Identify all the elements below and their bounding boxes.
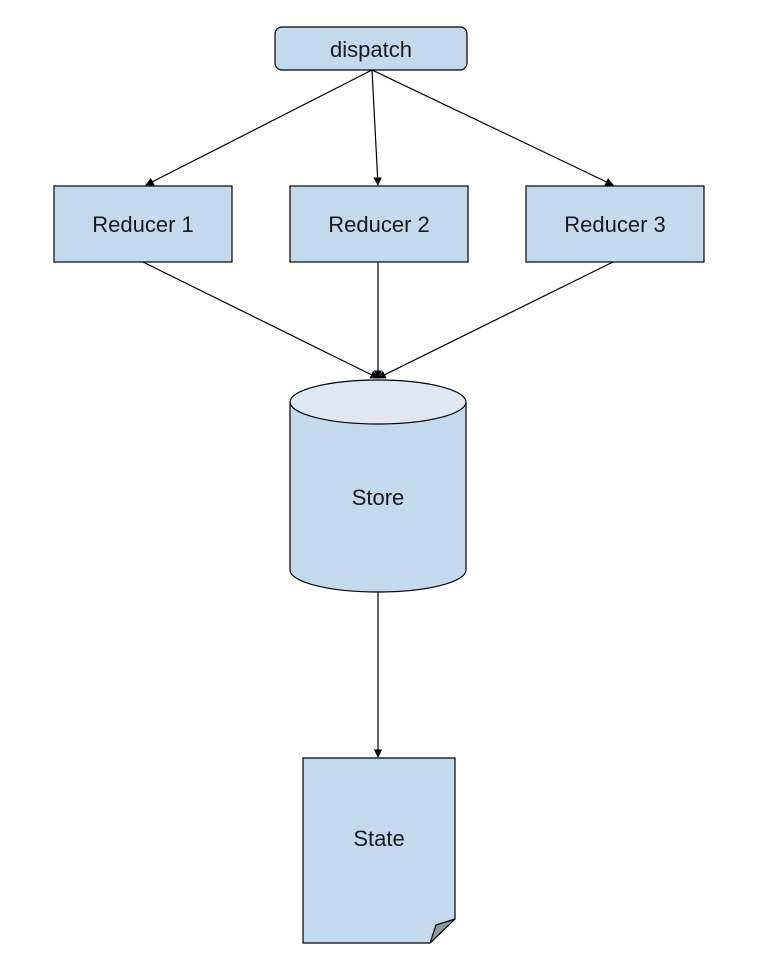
edge-reducer-1-to-store: [142, 261, 379, 379]
store-label: Store: [352, 485, 405, 510]
reducer-2-label: Reducer 2: [328, 212, 430, 237]
edge-dispatch-to-reducer-2: [371, 69, 382, 186]
state-node: State: [302, 757, 456, 944]
dispatch-label: dispatch: [330, 37, 412, 62]
reducer-1-node: Reducer 1: [53, 185, 233, 263]
edges: [142, 69, 614, 758]
reducer-3-node: Reducer 3: [525, 185, 705, 263]
edge-dispatch-to-reducer-3: [371, 69, 614, 186]
state-label: State: [353, 826, 404, 851]
reducer-2-node: Reducer 2: [289, 185, 469, 263]
store-node: Store: [289, 379, 467, 593]
reducer-3-label: Reducer 3: [564, 212, 666, 237]
dispatch-node: dispatch: [274, 26, 468, 71]
edge-dispatch-to-reducer-1: [145, 69, 373, 186]
edge-reducer-3-to-store: [377, 261, 614, 379]
reducer-1-label: Reducer 1: [92, 212, 194, 237]
